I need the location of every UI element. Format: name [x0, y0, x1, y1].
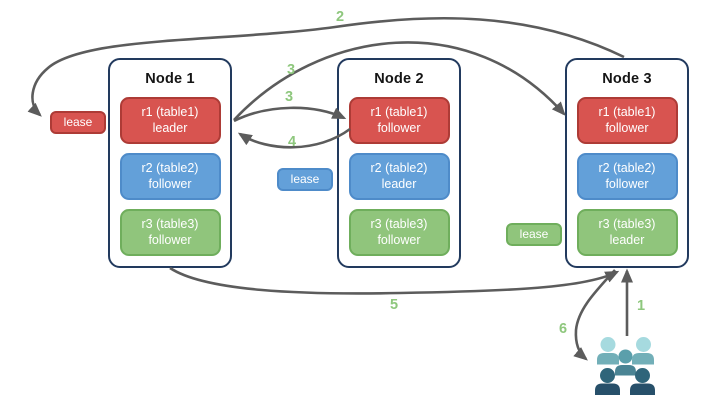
range-name: r1 (table1) [370, 104, 428, 119]
step-label-5: 5 [389, 297, 399, 313]
range-name: r1 (table1) [598, 104, 656, 119]
arrow-step-5 [169, 266, 620, 295]
range-role: follower [605, 120, 649, 135]
range-role: follower [605, 176, 649, 191]
lease-badge-blue: lease [277, 168, 333, 191]
range-name: r2 (table2) [598, 160, 656, 175]
users-icon [595, 337, 655, 395]
node1-range-r2: r2 (table2) follower [119, 153, 221, 200]
arrow-step-3-to-node2 [233, 106, 347, 123]
step-label-3-lower: 3 [284, 89, 294, 105]
range-role: leader [152, 120, 188, 135]
node3-range-r3: r3 (table3) leader [576, 209, 678, 256]
node3-range-r1: r1 (table1) follower [576, 97, 678, 144]
range-name: r2 (table2) [141, 160, 199, 175]
step-label-3-upper: 3 [286, 62, 296, 78]
range-role: follower [377, 232, 421, 247]
node1-range-r3: r3 (table3) follower [119, 209, 221, 256]
range-name: r2 (table2) [370, 160, 428, 175]
step-label-2: 2 [335, 9, 345, 25]
step-label-4: 4 [287, 134, 297, 150]
node2-range-r1: r1 (table1) follower [348, 97, 450, 144]
node-card-3: Node 3 r1 (table1) follower r2 (table2) … [565, 58, 689, 268]
node1-range-r1: r1 (table1) leader [119, 97, 221, 144]
node-card-2: Node 2 r1 (table1) follower r2 (table2) … [337, 58, 461, 268]
node3-range-r2: r2 (table2) follower [576, 153, 678, 200]
range-name: r3 (table3) [370, 216, 428, 231]
node2-range-r2: r2 (table2) leader [348, 153, 450, 200]
lease-badge-red: lease [50, 111, 106, 134]
range-name: r3 (table3) [598, 216, 656, 231]
lease-badge-green: lease [506, 223, 562, 246]
range-role: follower [148, 176, 192, 191]
node-title: Node 2 [374, 71, 424, 87]
node-card-1: Node 1 r1 (table1) leader r2 (table2) fo… [108, 58, 232, 268]
range-name: r3 (table3) [141, 216, 199, 231]
range-role: leader [381, 176, 417, 191]
step-label-6: 6 [558, 321, 568, 337]
range-role: follower [148, 232, 192, 247]
node2-range-r3: r3 (table3) follower [348, 209, 450, 256]
range-name: r1 (table1) [141, 104, 199, 119]
node-title: Node 1 [145, 71, 195, 87]
arrow-step-6 [573, 269, 616, 361]
step-label-1: 1 [636, 298, 646, 314]
range-role: leader [609, 232, 645, 247]
range-role: follower [377, 120, 421, 135]
node-title: Node 3 [602, 71, 652, 87]
